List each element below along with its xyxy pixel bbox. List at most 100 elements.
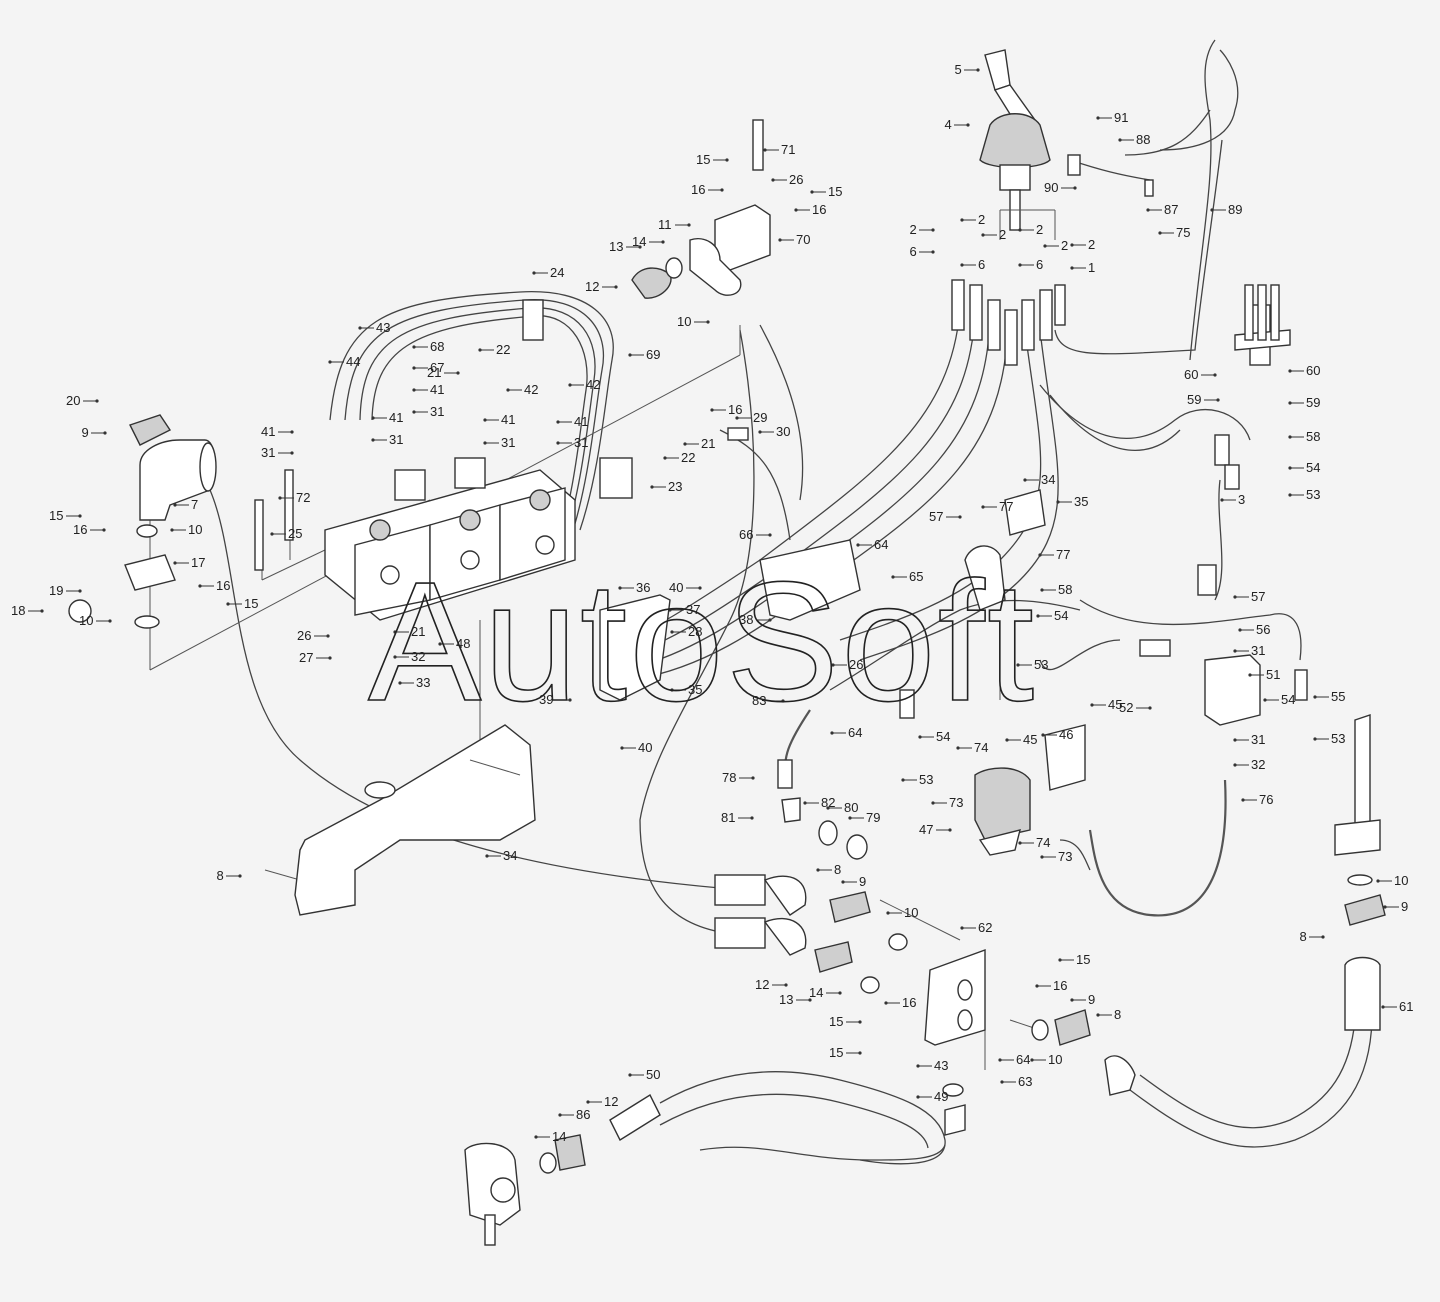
callout-label: 79 <box>866 810 880 825</box>
callout-82: 82 <box>803 795 835 810</box>
callout-label: 8 <box>217 868 224 883</box>
callout-15: 15 <box>810 184 842 199</box>
callout-label: 61 <box>1399 999 1413 1014</box>
callout-label: 31 <box>430 404 444 419</box>
callout-label: 58 <box>1058 582 1072 597</box>
callout-dot <box>918 735 922 739</box>
callout-dot <box>170 528 174 532</box>
callout-42: 42 <box>506 382 538 397</box>
callout-label: 38 <box>739 612 753 627</box>
joystick-assembly <box>979 49 1056 240</box>
callout-label: 12 <box>604 1094 618 1109</box>
callout-dot <box>198 584 202 588</box>
callout-label: 12 <box>585 279 599 294</box>
callout-64: 64 <box>830 725 862 740</box>
callout-31: 31 <box>412 404 444 419</box>
callout-dot <box>916 1064 920 1068</box>
callout-label: 54 <box>1281 692 1295 707</box>
callout-dot <box>931 250 935 254</box>
callout-9: 9 <box>1383 899 1408 914</box>
callout-label: 6 <box>978 257 985 272</box>
callout-label: 31 <box>574 435 588 450</box>
flange-13 <box>631 257 683 299</box>
callout-label: 90 <box>1044 180 1058 195</box>
callout-label: 19 <box>49 583 63 598</box>
callout-label: 20 <box>66 393 80 408</box>
callout-dot <box>40 609 44 613</box>
callout-12: 12 <box>755 977 788 992</box>
callout-36: 36 <box>618 580 650 595</box>
callout-dot <box>485 854 489 858</box>
callout-47: 47 <box>919 822 952 837</box>
callout-label: 41 <box>389 410 403 425</box>
callout-6: 6 <box>910 244 935 259</box>
callout-label: 77 <box>1056 547 1070 562</box>
callout-83: 83 <box>752 693 785 708</box>
callout-16: 16 <box>710 402 742 417</box>
callout-dot <box>618 586 622 590</box>
callout-label: 7 <box>191 497 198 512</box>
callout-dot <box>710 408 714 412</box>
callout-67: 67 <box>412 360 444 375</box>
callout-11: 11 <box>658 217 691 232</box>
callout-dot <box>1238 628 1242 632</box>
callout-46: 46 <box>1041 727 1073 742</box>
callout-66: 66 <box>739 527 772 542</box>
callout-dot <box>886 911 890 915</box>
callout-30: 30 <box>758 424 790 439</box>
callout-dot <box>1376 879 1380 883</box>
callout-dot <box>412 388 416 392</box>
callout-label: 14 <box>809 985 823 1000</box>
callout-label: 17 <box>191 555 205 570</box>
callout-52: 52 <box>1119 700 1152 715</box>
callout-74: 74 <box>1018 835 1050 850</box>
callout-label: 9 <box>1401 899 1408 914</box>
callout-dot <box>976 68 980 72</box>
callout-dot <box>278 496 282 500</box>
line-filter-47 <box>974 724 1086 856</box>
callout-label: 82 <box>821 795 835 810</box>
callout-22: 22 <box>478 342 510 357</box>
callout-64: 64 <box>856 537 888 552</box>
callout-dot <box>778 238 782 242</box>
callout-dot <box>661 240 665 244</box>
callout-dot <box>751 776 755 780</box>
callout-dot <box>1090 703 1094 707</box>
callout-60: 60 <box>1288 363 1320 378</box>
callout-dot <box>78 589 82 593</box>
callout-label: 60 <box>1306 363 1320 378</box>
callout-10: 10 <box>1030 1052 1062 1067</box>
callout-27: 27 <box>299 650 332 665</box>
callout-28: 28 <box>670 624 702 639</box>
callout-label: 34 <box>503 848 517 863</box>
callout-dot <box>1216 398 1220 402</box>
callout-label: 41 <box>501 412 515 427</box>
callout-label: 52 <box>1119 700 1133 715</box>
callout-16: 16 <box>1035 978 1067 993</box>
callout-16: 16 <box>794 202 826 217</box>
hose-end-78 <box>777 759 868 860</box>
callout-label: 15 <box>696 152 710 167</box>
callout-label: 15 <box>829 1014 843 1029</box>
callout-label: 59 <box>1306 395 1320 410</box>
callout-8: 8 <box>1300 929 1325 944</box>
callout-16: 16 <box>884 995 916 1010</box>
callout-91: 91 <box>1096 110 1128 125</box>
valve-mounting-bracket <box>294 724 536 916</box>
callout-9: 9 <box>841 874 866 889</box>
callout-label: 11 <box>658 217 672 232</box>
callout-label: 32 <box>411 649 425 664</box>
callout-dot <box>532 271 536 275</box>
callout-label: 44 <box>346 354 360 369</box>
callout-label: 16 <box>73 522 87 537</box>
callout-31: 31 <box>1233 732 1265 747</box>
callout-label: 35 <box>688 682 702 697</box>
callout-31: 31 <box>483 435 515 450</box>
callout-label: 55 <box>1331 689 1345 704</box>
callout-label: 54 <box>1306 460 1320 475</box>
callout-53: 53 <box>1313 731 1345 746</box>
callout-10: 10 <box>677 314 710 329</box>
callout-label: 10 <box>79 613 93 628</box>
callout-9: 9 <box>82 425 107 440</box>
